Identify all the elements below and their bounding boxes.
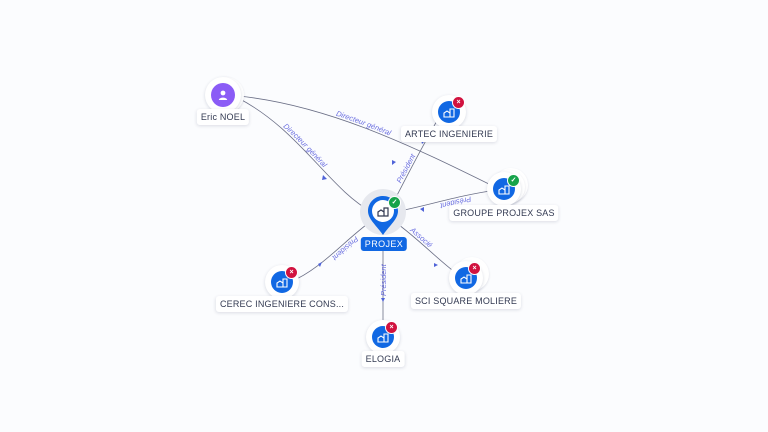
edge-label: Directeur général — [282, 122, 329, 170]
arrow-icon — [392, 160, 396, 165]
node-label: ELOGIA — [361, 351, 405, 367]
closed-badge-icon: × — [385, 321, 398, 334]
node-label: ARTEC INGENIERIE — [400, 126, 498, 142]
arrow-icon — [420, 207, 424, 212]
center-label: PROJEX — [360, 237, 408, 251]
edge-label: Président — [379, 263, 388, 296]
edge-label: Président — [330, 235, 360, 263]
arrow-icon — [318, 262, 322, 267]
node-label: Eric NOEL — [196, 109, 250, 125]
node-label: CEREC INGENIERE CONS... — [215, 296, 349, 312]
edge-label: Directeur général — [335, 109, 393, 138]
edge-projex-elogia[interactable]: Président — [379, 243, 388, 331]
user-icon — [211, 83, 235, 107]
edge-line — [289, 221, 371, 283]
arrow-icon — [434, 263, 438, 267]
active-badge-icon: ✓ — [388, 196, 401, 209]
active-badge-icon: ✓ — [507, 174, 520, 187]
closed-badge-icon: × — [468, 262, 481, 275]
building-icon — [375, 203, 391, 219]
node-label: GROUPE PROJEX SAS — [449, 205, 559, 221]
node-label: SCI SQUARE MOLIERE — [410, 293, 522, 309]
arrow-icon — [322, 175, 327, 180]
closed-badge-icon: × — [285, 266, 298, 279]
closed-badge-icon: × — [452, 96, 465, 109]
edge-label: Associé — [408, 225, 435, 250]
arrow-icon — [381, 298, 385, 302]
edge-label: Président — [395, 151, 418, 184]
edge-projex-cerec[interactable]: Président — [289, 221, 371, 283]
